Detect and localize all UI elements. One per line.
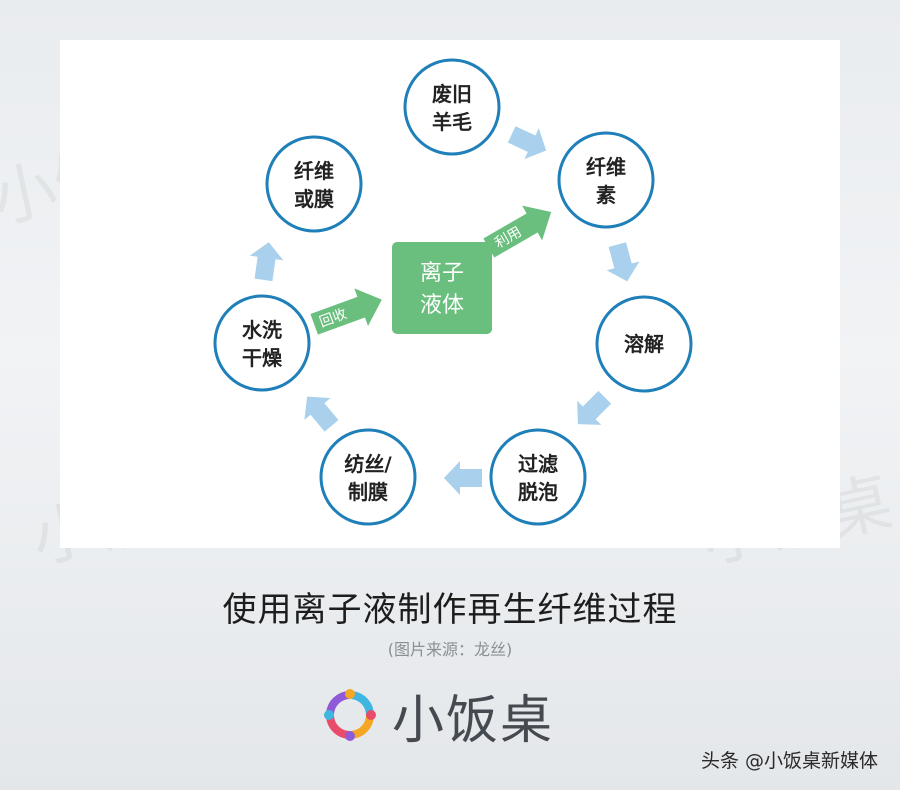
ionic-liquid-box: 离子 液体 xyxy=(392,242,492,334)
node-label: 废旧 xyxy=(432,82,472,106)
brand-logo: 小饭桌 xyxy=(318,680,555,751)
node-label: 过滤 xyxy=(518,452,558,476)
node-cellulose: 纤维 素 xyxy=(557,131,655,229)
node-fiber-film: 纤维 或膜 xyxy=(265,135,363,233)
flow-arrow xyxy=(294,385,345,437)
center-line-2: 液体 xyxy=(420,293,464,318)
process-diagram: 回收 利用 离子 液体 废旧 羊毛 纤维 素 溶解 过滤 xyxy=(213,58,693,526)
flow-arrow xyxy=(504,118,554,166)
node-label: 脱泡 xyxy=(518,480,558,504)
diagram-panel: 回收 利用 离子 液体 废旧 羊毛 纤维 素 溶解 过滤 xyxy=(60,40,840,548)
center-line-1: 离子 xyxy=(420,261,464,286)
node-label: 制膜 xyxy=(348,480,388,504)
flow-arrow xyxy=(246,239,286,283)
node-label: 溶解 xyxy=(624,332,664,356)
flow-arrow xyxy=(600,240,644,286)
flow-arrow xyxy=(444,461,482,495)
node-label: 素 xyxy=(596,183,616,207)
figure-caption: 使用离子液制作再生纤维过程 xyxy=(222,590,678,630)
node-label: 水洗 xyxy=(242,318,282,342)
node-dissolve: 溶解 xyxy=(595,295,693,393)
node-waste-wool: 废旧 羊毛 xyxy=(403,58,501,156)
recycle-arrow: 回收 xyxy=(310,288,382,335)
node-filter: 过滤 脱泡 xyxy=(489,428,587,526)
node-label: 羊毛 xyxy=(432,110,472,134)
node-label: 或膜 xyxy=(294,187,334,211)
image-source: (图片来源：龙丝) xyxy=(387,640,513,659)
node-label: 纺丝/ xyxy=(344,452,392,476)
node-label: 干燥 xyxy=(242,346,283,370)
node-wash: 水洗 干燥 xyxy=(213,294,311,392)
brand-icon xyxy=(324,689,376,741)
node-label: 纤维 xyxy=(586,155,626,179)
node-spin: 纺丝/ 制膜 xyxy=(319,428,417,526)
credit-line: 头条 @小饭桌新媒体 xyxy=(700,750,878,772)
node-label: 纤维 xyxy=(294,159,334,183)
brand-name: 小饭桌 xyxy=(392,690,555,751)
flow-arrow xyxy=(565,385,617,437)
